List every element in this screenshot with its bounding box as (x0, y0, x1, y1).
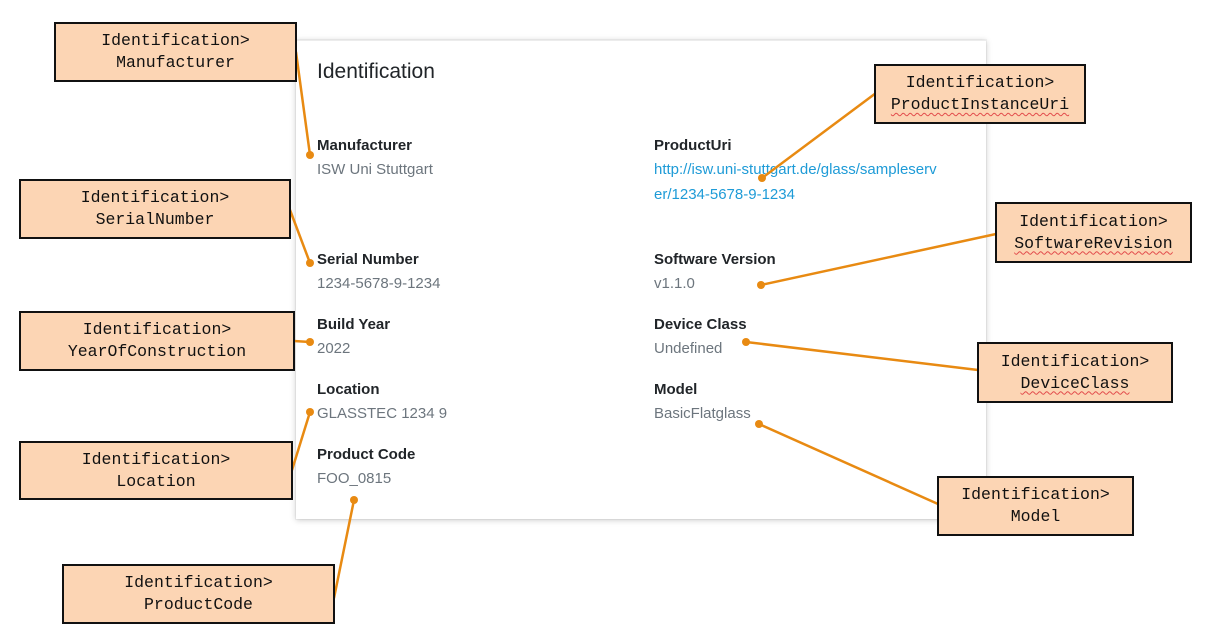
field-value: FOO_0815 (317, 470, 392, 487)
field-label: Software Version (654, 251, 776, 268)
anchor-dot-product-code (350, 496, 358, 504)
field-manufacturer: Manufacturer ISW Uni Stuttgart (317, 134, 617, 182)
field-label: Serial Number (317, 251, 419, 268)
card-title: Identification (317, 60, 435, 83)
field-label: Build Year (317, 316, 391, 333)
callout-line2: ProductCode (144, 595, 253, 614)
connector-model (757, 422, 940, 506)
callout-line1: Identification> (82, 320, 232, 339)
anchor-dot-serial-number (306, 259, 314, 267)
callout-line2: SerialNumber (95, 210, 215, 229)
callout-software-revision: Identification> SoftwareRevision (995, 202, 1192, 263)
anchor-dot-product-instance-uri (758, 174, 766, 182)
callout-line1: Identification> (124, 573, 273, 592)
callout-line2: Model (1010, 507, 1061, 526)
connector-software-revision (759, 232, 998, 287)
connector-serial-number (288, 208, 312, 265)
field-label: Product Code (317, 446, 416, 463)
callout-product-code: Identification> ProductCode (62, 564, 335, 624)
anchor-dot-manufacturer (306, 151, 314, 159)
connector-device-class (744, 340, 980, 372)
field-location: Location GLASSTEC 1234 9 (317, 378, 617, 426)
callout-serial-number: Identification> SerialNumber (19, 179, 291, 239)
field-value: v1.1.0 (654, 275, 695, 292)
callout-line2: ProductInstanceUri (890, 95, 1070, 114)
field-label: Location (317, 381, 380, 398)
identification-card: Identification Manufacturer ISW Uni Stut… (296, 40, 986, 519)
field-label: ProductUri (654, 137, 732, 154)
callout-line2: Manufacturer (116, 53, 235, 72)
field-label: Device Class (654, 316, 747, 333)
callout-line1: Identification> (101, 31, 250, 50)
anchor-dot-software-revision (757, 281, 765, 289)
field-value: Undefined (654, 340, 723, 357)
callout-location: Identification> Location (19, 441, 293, 500)
callout-model: Identification> Model (937, 476, 1134, 536)
field-value: ISW Uni Stuttgart (317, 161, 433, 178)
callout-line1: Identification> (905, 73, 1055, 92)
callout-year-of-construction: Identification> YearOfConstruction (19, 311, 295, 371)
callout-line2: DeviceClass (1020, 373, 1130, 393)
callout-line1: Identification> (1019, 211, 1168, 231)
callout-line2: YearOfConstruction (67, 342, 247, 361)
callout-device-class: Identification> DeviceClass (977, 342, 1173, 403)
callout-line2: SoftwareRevision (1014, 233, 1173, 253)
callout-line2: Location (116, 471, 196, 491)
field-label: Model (654, 381, 698, 398)
field-value: BasicFlatglass (654, 405, 751, 422)
callout-line1: Identification> (81, 449, 231, 469)
field-build-year: Build Year 2022 (317, 313, 617, 361)
field-product-uri: ProductUri http://isw.uni-stuttgart.de/g… (654, 134, 954, 207)
callout-line1: Identification> (1000, 351, 1150, 371)
callout-manufacturer: Identification> Manufacturer (54, 22, 297, 82)
connector-product-code (332, 498, 356, 600)
callout-product-instance-uri: Identification> ProductInstanceUri (874, 64, 1086, 124)
anchor-dot-location (306, 408, 314, 416)
connector-manufacturer (294, 50, 312, 157)
field-model: Model BasicFlatglass (654, 378, 954, 426)
field-software-version: Software Version v1.1.0 (654, 248, 954, 296)
field-device-class: Device Class Undefined (654, 313, 954, 361)
callout-line1: Identification> (961, 485, 1110, 504)
field-serial-number: Serial Number 1234-5678-9-1234 (317, 248, 617, 296)
anchor-dot-device-class (742, 338, 750, 346)
field-value: GLASSTEC 1234 9 (317, 405, 448, 422)
field-value: 2022 (317, 340, 351, 357)
field-value: 1234-5678-9-1234 (317, 275, 441, 292)
field-product-code: Product Code FOO_0815 (317, 443, 617, 491)
callout-line1: Identification> (80, 188, 230, 207)
connector-location (290, 410, 312, 472)
anchor-dot-model (755, 420, 763, 428)
anchor-dot-year-of-construction (306, 338, 314, 346)
product-uri-link[interactable]: http://isw.uni-stuttgart.de/glass/sample… (654, 161, 937, 203)
connector-product-instance-uri (760, 91, 878, 180)
field-label: Manufacturer (317, 137, 413, 154)
